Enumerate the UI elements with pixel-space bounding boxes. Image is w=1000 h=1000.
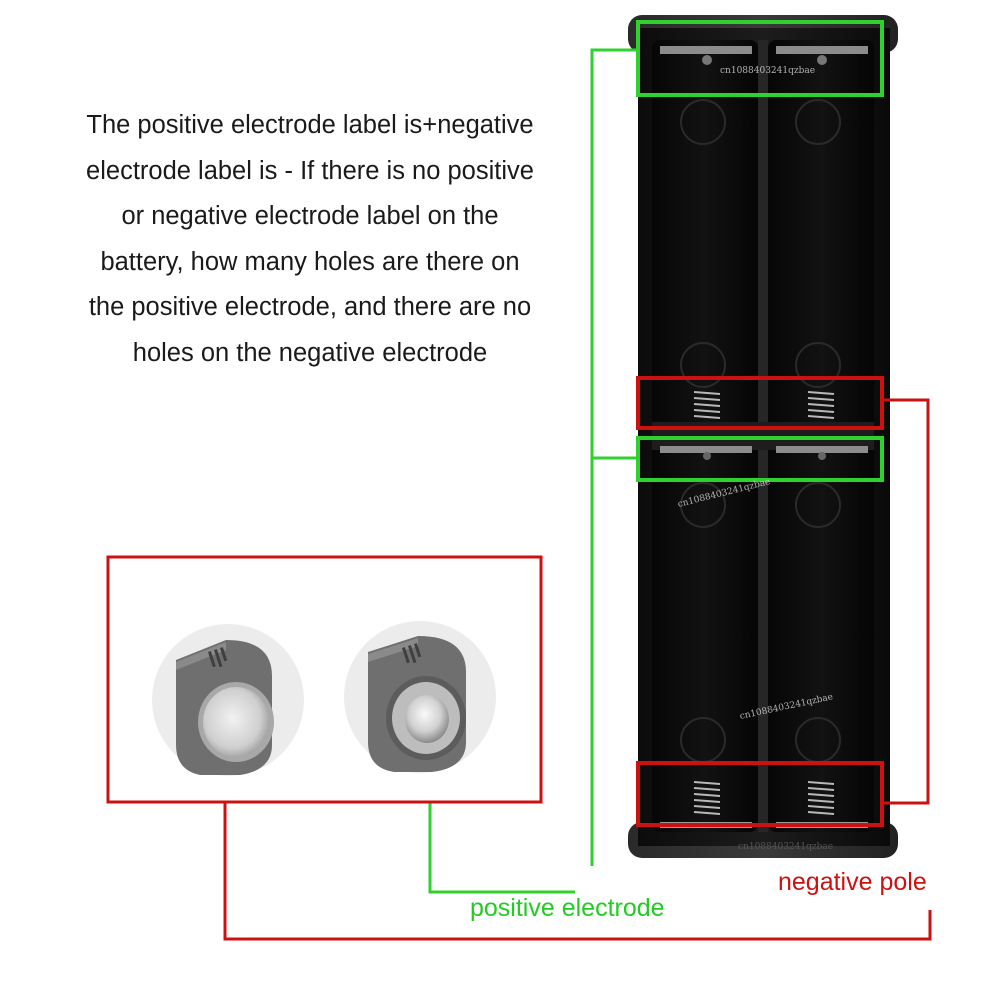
instruction-line-2: electrode label is - If there is no posi…	[86, 156, 534, 185]
negative-box-middle	[636, 376, 884, 430]
connector-to-label-negative	[223, 802, 932, 941]
watermark-text: cn1088403241qzbae	[720, 66, 816, 76]
watermark-text: cn1088403241qzbae	[738, 842, 834, 852]
instruction-line-4: battery, how many holes are there on	[100, 247, 520, 276]
battery-negative-end	[152, 624, 304, 776]
instruction-line-1: The positive electrode label is+negative	[86, 111, 534, 139]
battery-positive-end	[344, 621, 496, 773]
battery-closeup-inset	[106, 555, 543, 804]
connector-lines	[223, 48, 932, 941]
positive-box-top	[636, 20, 884, 97]
instruction-line-6: holes on the negative electrode	[132, 338, 488, 367]
battery-printing	[208, 647, 228, 668]
instruction-line-3: or negative electrode label on the	[121, 202, 499, 231]
negative-connector-line	[882, 398, 930, 805]
negative-box-bottom	[636, 761, 884, 827]
connector-to-label-positive	[428, 802, 575, 894]
positive-contact-plates	[660, 46, 868, 460]
springs	[693, 391, 835, 815]
negative-pole-label: negative pole	[778, 868, 927, 896]
positive-connector-line	[590, 48, 638, 460]
instruction-line-5: the positive electrode, and there are no	[88, 293, 532, 322]
highlight-boxes	[636, 20, 884, 827]
instruction-text: The positive electrode label is+negative…	[40, 103, 580, 377]
battery-printing	[402, 643, 422, 664]
positive-electrode-label: positive electrode	[470, 894, 665, 922]
slot-bosses	[680, 99, 841, 763]
